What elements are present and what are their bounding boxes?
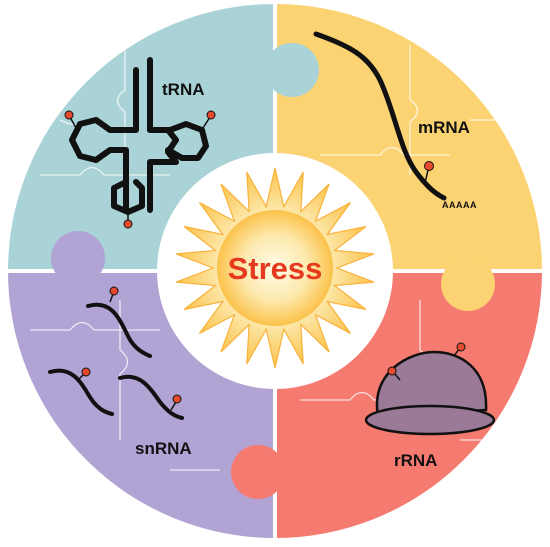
lollipop-marker-icon	[387, 366, 397, 376]
trna-knob	[265, 43, 319, 97]
trna-modification-markers	[64, 110, 216, 229]
lollipop-marker-icon	[424, 161, 434, 171]
lollipop-marker-icon	[172, 394, 182, 404]
mrna-knob	[441, 257, 495, 311]
snrna-puzzle-piece	[3, 269, 277, 543]
lollipop-marker-icon	[64, 110, 74, 120]
snrna-knob	[51, 231, 105, 285]
lollipop-marker-icon	[81, 367, 91, 377]
trna-puzzle-piece	[3, 0, 277, 273]
lollipop-marker-icon	[109, 286, 119, 296]
rrna-label: rRNA	[394, 451, 437, 470]
trna-label: tRNA	[162, 80, 205, 99]
ribosome-icon	[364, 342, 496, 436]
lollipop-marker-icon	[206, 110, 216, 120]
rrna-knob	[231, 445, 285, 499]
polyadenylated-strand-icon	[313, 31, 447, 201]
stress-label: Stress	[228, 251, 323, 286]
poly-a-tail-label: AAAAA	[442, 200, 477, 210]
cloverleaf-trna-icon	[69, 57, 209, 215]
mrna-label: mRNA	[418, 118, 470, 137]
lollipop-marker-icon	[123, 219, 133, 229]
snrna-label: snRNA	[135, 439, 192, 458]
sun-core	[217, 210, 333, 326]
lollipop-marker-icon	[456, 342, 466, 352]
strand-pair-icon	[48, 302, 184, 420]
sun-burst-icon	[175, 167, 375, 369]
snrna-modification-markers	[77, 286, 182, 411]
